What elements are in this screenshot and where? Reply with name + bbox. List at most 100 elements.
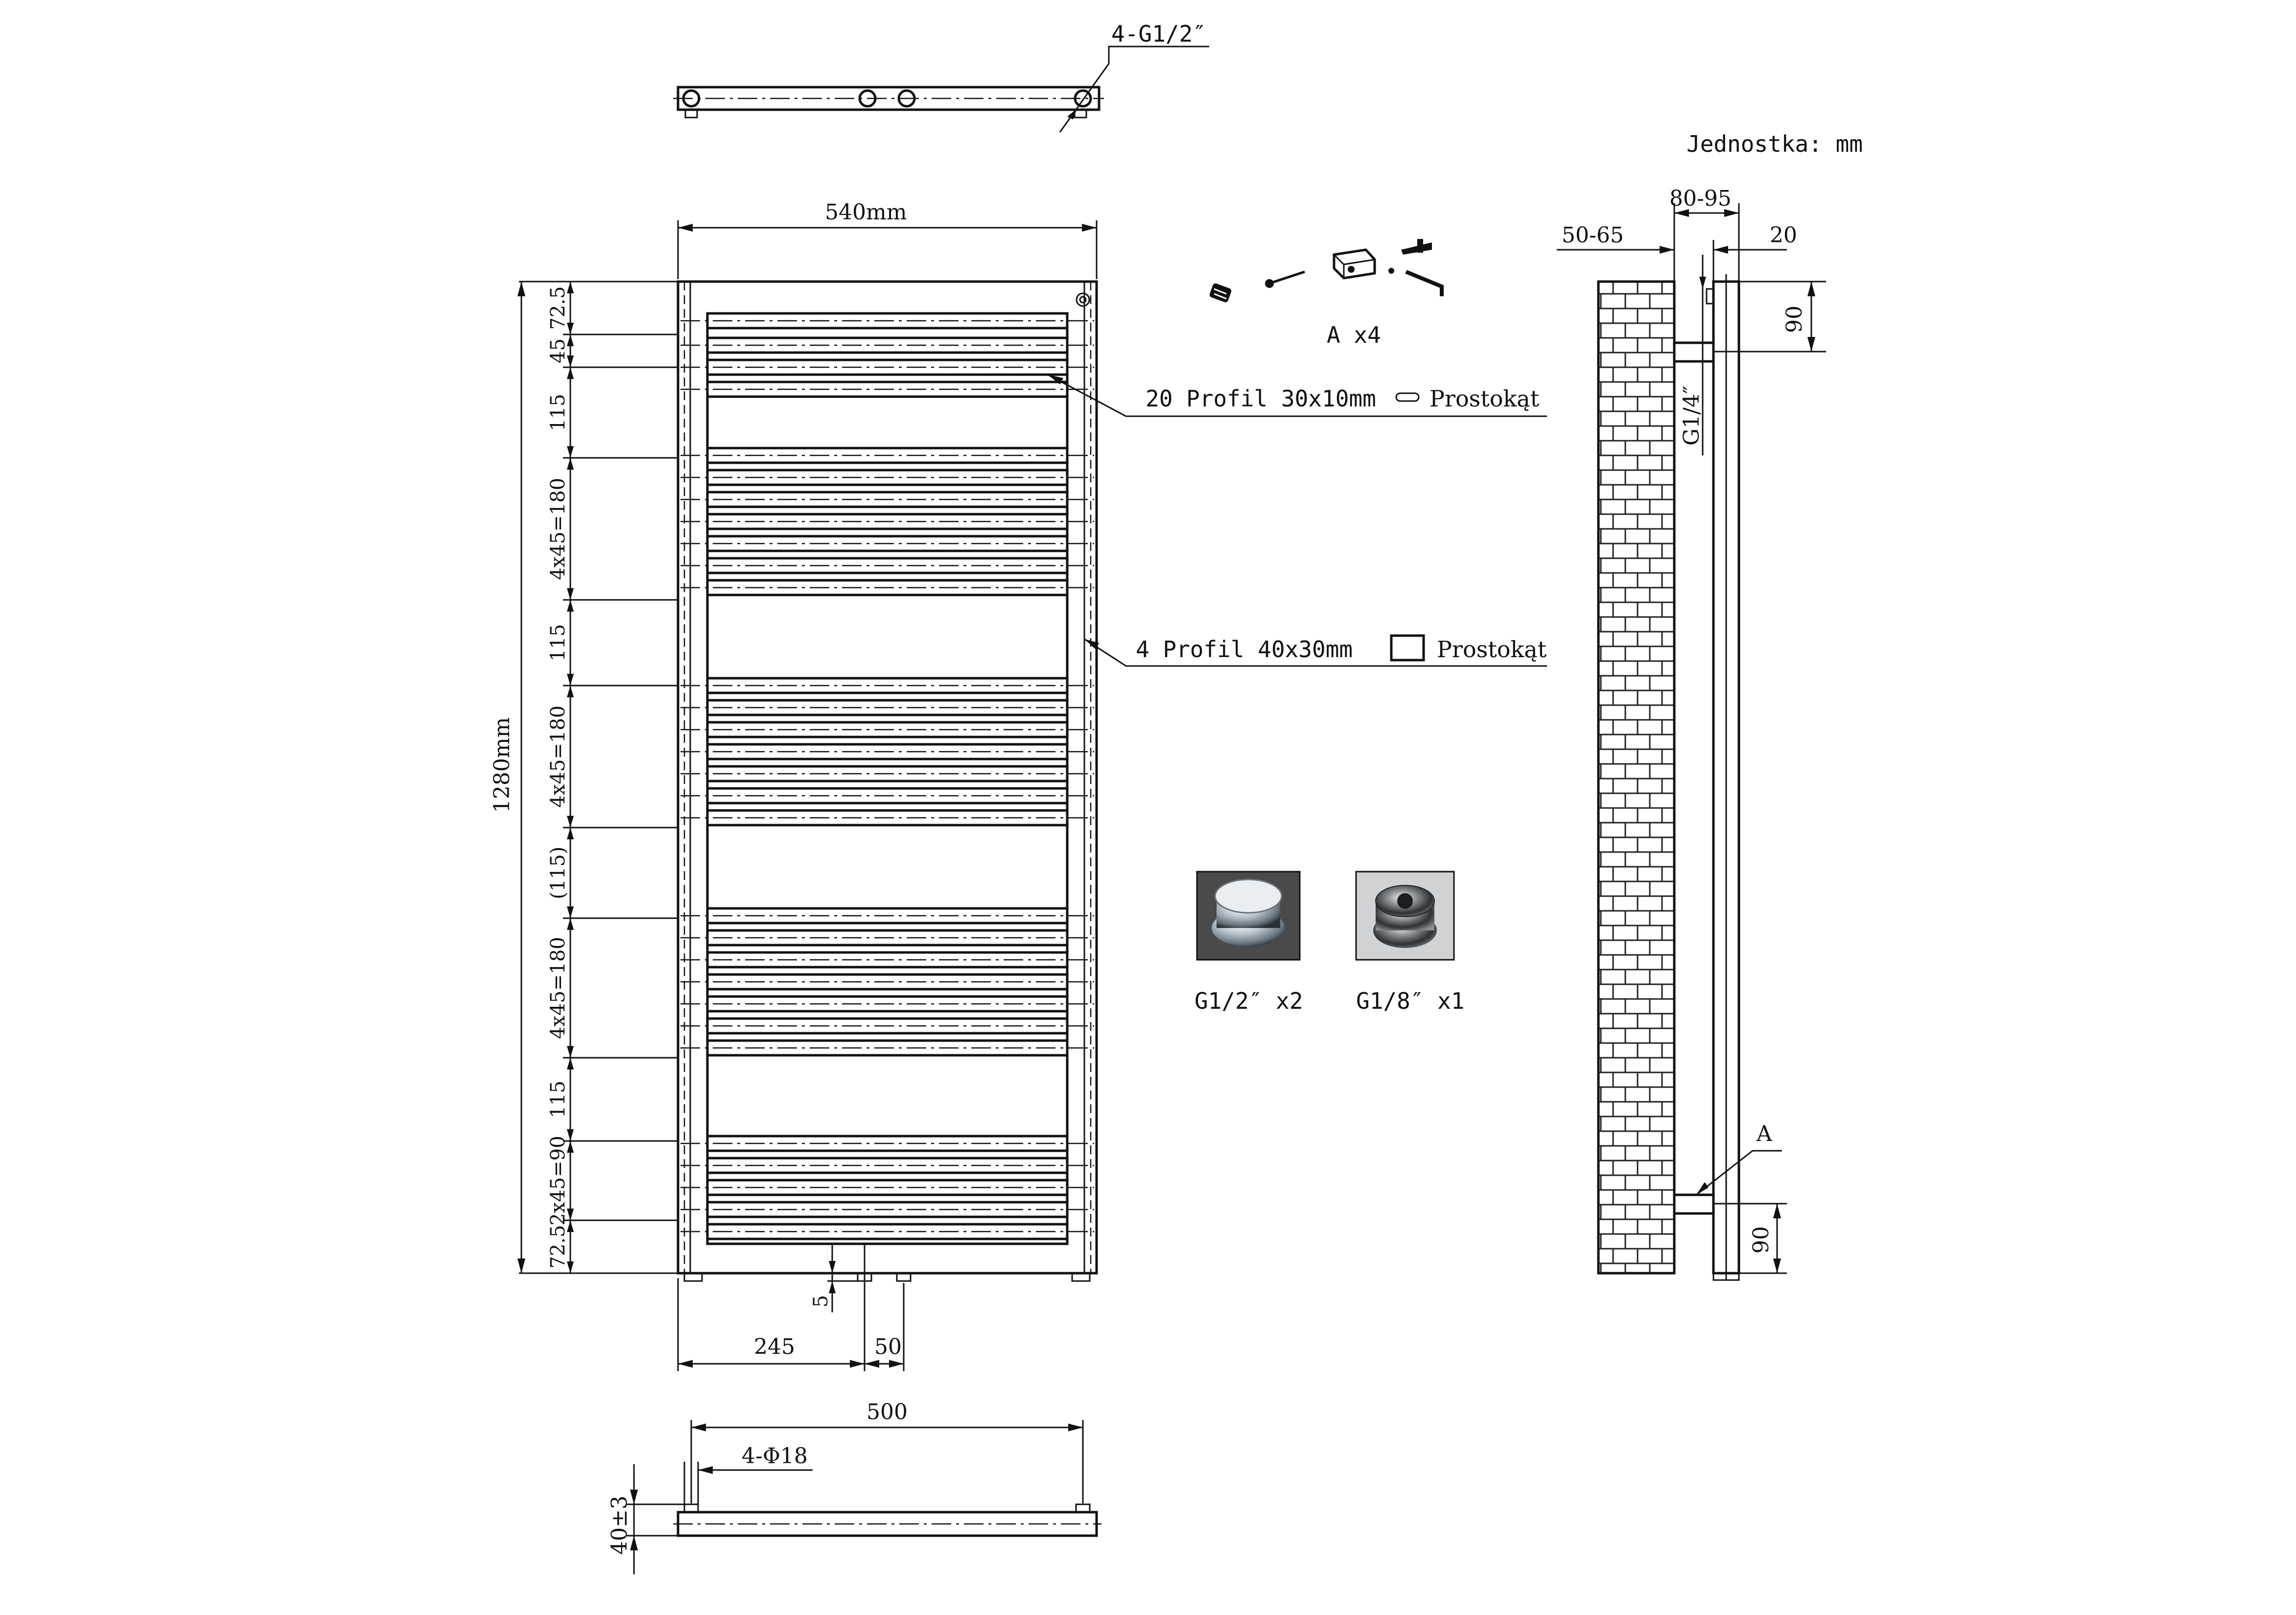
heating-bar bbox=[680, 380, 1094, 398]
dimension-arrow bbox=[567, 282, 574, 293]
dimension-arrow bbox=[567, 1209, 574, 1220]
bottom-view-width: 500 bbox=[867, 1400, 908, 1425]
dimension-arrow bbox=[567, 367, 574, 379]
heating-bar bbox=[680, 312, 1094, 330]
side-bracket-label: A bbox=[1756, 1121, 1773, 1146]
segment-dimension-label: 72.5 bbox=[547, 286, 569, 330]
heating-bar bbox=[680, 907, 1094, 925]
dimension-arrow bbox=[567, 1261, 574, 1273]
segment-dimension-label: 4x45=180 bbox=[547, 706, 569, 808]
screw-icon bbox=[1265, 270, 1305, 288]
fitting-plug-label: G1/2″ x2 bbox=[1195, 988, 1303, 1014]
segment-dimensions: 72.5451154x45=1801154x45=180(115)4x45=18… bbox=[547, 281, 678, 1274]
segment-dimension-label: 72.5 bbox=[547, 1225, 569, 1268]
dimension-arrow bbox=[567, 816, 574, 828]
heating-bar bbox=[680, 677, 1094, 694]
heating-bar bbox=[680, 1039, 1094, 1057]
unit-note: Jednostka: mm bbox=[1687, 131, 1863, 157]
heating-bar bbox=[680, 721, 1094, 738]
dimension-arrow bbox=[567, 918, 574, 930]
hardware-label: A x4 bbox=[1327, 322, 1381, 348]
heating-bar bbox=[680, 1135, 1094, 1152]
dimension-arrow bbox=[567, 458, 574, 470]
dowel-icon bbox=[1209, 283, 1232, 303]
small-profile-shape: Prostokąt bbox=[1429, 385, 1540, 412]
heating-bar bbox=[680, 447, 1094, 464]
bottom-view-hole-label: 4-Φ18 bbox=[742, 1444, 808, 1469]
fitting-vent-label: G1/8″ x1 bbox=[1356, 988, 1465, 1014]
dimension-arrow bbox=[567, 1141, 574, 1153]
side-wall-label: 50-65 bbox=[1562, 223, 1624, 248]
fitting-plug-photo bbox=[1196, 871, 1301, 961]
bottom-view: 500 4-Φ18 40±3 bbox=[607, 1400, 1101, 1574]
side-top-height: 90 bbox=[1782, 306, 1807, 333]
heating-bar bbox=[680, 699, 1094, 716]
dimension-arrow bbox=[567, 323, 574, 334]
heating-bar bbox=[680, 336, 1094, 354]
side-view: 80-95 50-65 20 90 G1/4″ 90 A bbox=[1557, 186, 1826, 1281]
small-profile-callout: 20 Profil 30x10mm bbox=[1146, 385, 1376, 412]
segment-dimension-label: 115 bbox=[547, 624, 569, 661]
heating-bar bbox=[680, 787, 1094, 805]
top-view-port-label: 4-G1/2″ bbox=[1111, 21, 1206, 47]
large-profile-shape: Prostokąt bbox=[1437, 636, 1547, 663]
heating-bar bbox=[680, 1017, 1094, 1035]
heating-bar bbox=[680, 743, 1094, 760]
bolt-icon bbox=[1401, 239, 1432, 255]
segment-dimension-label: (115) bbox=[547, 847, 569, 900]
side-bottom-height: 90 bbox=[1749, 1226, 1774, 1254]
hardware-kit: A x4 bbox=[1209, 239, 1444, 348]
heating-bar bbox=[680, 358, 1094, 376]
segment-dimension-label: 45 bbox=[547, 338, 569, 363]
side-tube-label: 20 bbox=[1770, 223, 1797, 248]
heating-bar bbox=[680, 1157, 1094, 1174]
dimension-arrow bbox=[567, 674, 574, 686]
heating-bar bbox=[680, 1201, 1094, 1218]
dimension-arrow bbox=[567, 686, 574, 697]
dimension-arrow bbox=[567, 1046, 574, 1058]
dimension-arrow bbox=[567, 600, 574, 612]
dimension-arrow bbox=[567, 906, 574, 918]
bracket-block-icon bbox=[1333, 248, 1376, 280]
segment-dimension-label: 4x45=180 bbox=[547, 937, 569, 1039]
heating-bar bbox=[680, 513, 1094, 530]
front-view: 540mm 1280mm 72.5451154x45=1801154x45=18… bbox=[490, 200, 1098, 1371]
side-port-label: G1/4″ bbox=[1679, 386, 1704, 446]
segment-dimension-label: 2x45=90 bbox=[547, 1136, 569, 1225]
heating-bar bbox=[680, 491, 1094, 508]
side-depth-label: 80-95 bbox=[1669, 186, 1732, 211]
heating-bar bbox=[680, 809, 1094, 827]
callouts: 20 Profil 30x10mm Prostokąt 4 Profil 40x… bbox=[1047, 374, 1547, 667]
bottom-spacing-label: 50 bbox=[874, 1334, 902, 1359]
bottom-drop-label: 5 bbox=[810, 1295, 832, 1307]
bottom-offset-label: 245 bbox=[754, 1334, 795, 1359]
fitting-vent-photo bbox=[1355, 871, 1455, 961]
dimension-arrow bbox=[567, 1129, 574, 1141]
dimension-arrow bbox=[567, 828, 574, 839]
dimension-arrow bbox=[567, 588, 574, 600]
large-profile-callout: 4 Profil 40x30mm bbox=[1136, 636, 1353, 663]
top-view: 4-G1/2″ bbox=[673, 21, 1209, 133]
heating-bar bbox=[680, 951, 1094, 969]
heating-bar bbox=[680, 1223, 1094, 1240]
heating-bar bbox=[680, 973, 1094, 991]
dimension-arrow bbox=[567, 334, 574, 346]
heating-bar bbox=[680, 535, 1094, 552]
segment-dimension-label: 115 bbox=[547, 394, 569, 431]
heating-bar bbox=[680, 469, 1094, 486]
heating-bars bbox=[680, 312, 1094, 1240]
dimension-arrow bbox=[567, 356, 574, 367]
front-height-label: 1280mm bbox=[490, 717, 515, 813]
bottom-view-height-label: 40±3 bbox=[607, 1496, 632, 1555]
washer-icon bbox=[1388, 268, 1394, 274]
heating-bar bbox=[680, 929, 1094, 947]
heating-bar bbox=[680, 765, 1094, 783]
fittings: G1/2″ x2 G1/8″ x1 bbox=[1195, 871, 1465, 1014]
dimension-arrow bbox=[567, 446, 574, 458]
heating-bar bbox=[680, 579, 1094, 596]
heating-bar bbox=[680, 1179, 1094, 1196]
segment-dimension-label: 115 bbox=[547, 1081, 569, 1118]
heating-bar bbox=[680, 557, 1094, 574]
dimension-arrow bbox=[567, 1220, 574, 1232]
